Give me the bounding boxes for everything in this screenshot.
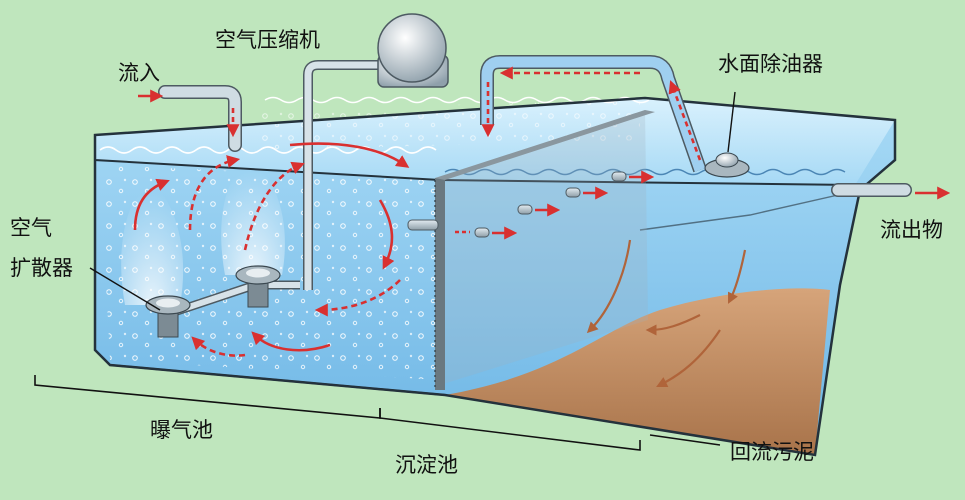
surface-bubbles xyxy=(260,100,640,150)
sludge-arrows xyxy=(586,239,747,387)
skimmer-pipe xyxy=(481,56,706,172)
label-outflow: 流出物 xyxy=(880,218,943,242)
tank-slope-line xyxy=(639,189,861,231)
brackets xyxy=(34,375,641,451)
air-line xyxy=(304,61,385,290)
air-plume-right xyxy=(221,160,285,275)
label-inflow: 流入 xyxy=(118,61,160,85)
label-settling-tank: 沉淀池 xyxy=(395,453,458,477)
wave-line-settling xyxy=(444,168,846,176)
label-diffuser: 扩散器 xyxy=(10,256,73,280)
wave-line-back xyxy=(264,96,650,104)
arrow-circ-6 xyxy=(251,331,331,352)
label-air-compressor: 空气压缩机 xyxy=(215,28,320,52)
diffuser-left xyxy=(145,295,191,338)
tank-bottom-edge xyxy=(109,364,446,396)
air-compressor xyxy=(377,13,447,83)
baffle-shadow xyxy=(435,110,648,385)
skimmer-cap xyxy=(715,152,739,168)
sludge xyxy=(445,288,830,455)
leader-diffuser xyxy=(89,267,161,311)
arrow-circ-5 xyxy=(314,279,401,317)
label-aeration-tank: 曝气池 xyxy=(150,418,213,442)
bracket-settling xyxy=(379,408,641,451)
arrow-circ-2 xyxy=(188,155,241,231)
leader-lines xyxy=(89,91,736,446)
inflow-pipe xyxy=(159,86,241,151)
arrow-circ-3 xyxy=(289,142,410,168)
tank-outline xyxy=(93,96,897,457)
transfer-ports xyxy=(407,171,627,238)
arrow-skim-up xyxy=(668,80,702,161)
label-air: 空气 xyxy=(10,216,52,240)
leader-sludge xyxy=(649,434,721,446)
leader-skimmer xyxy=(727,91,736,153)
baffle-wall-top xyxy=(435,110,655,180)
label-return-sludge: 回流污泥 xyxy=(730,440,814,464)
diffuser-right xyxy=(235,265,281,308)
arrow-circ-1 xyxy=(133,178,170,231)
arrow-circ-8 xyxy=(243,161,305,251)
label-skimmer: 水面除油器 xyxy=(718,52,823,76)
flow-arrows xyxy=(133,66,951,357)
baffle-wall-edge xyxy=(435,178,445,390)
arrow-circ-7 xyxy=(191,336,246,357)
arrow-circ-4 xyxy=(378,199,395,270)
